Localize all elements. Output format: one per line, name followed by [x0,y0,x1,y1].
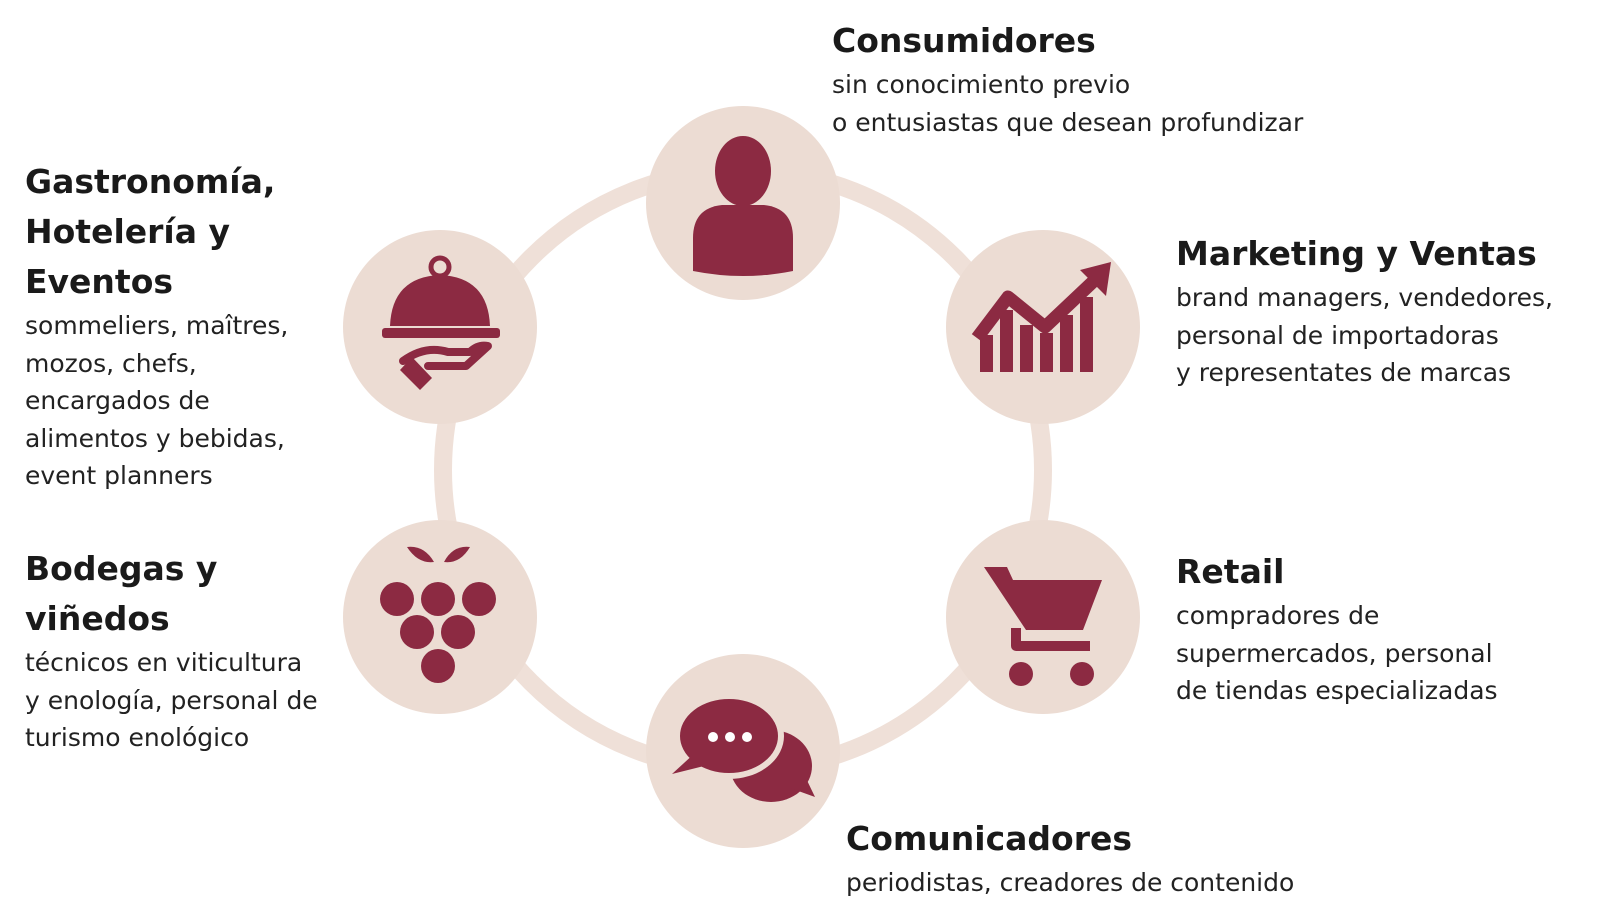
node-description: compradores de supermercados, personal d… [1176,601,1498,705]
person-icon [693,136,793,276]
node-gastronomia [343,230,537,424]
node-description: sommeliers, maîtres, mozos, chefs, encar… [25,311,289,490]
label-marketing: Marketing y Ventas brand managers, vende… [1176,229,1596,392]
node-title: Retail [1176,552,1285,591]
node-retail [946,520,1140,714]
node-comunicadores [646,654,840,848]
node-title: Gastronomía, Hotelería y Eventos [25,162,276,301]
label-bodegas: Bodegas y viñedos técnicos en viticultur… [25,544,355,757]
node-bodegas [343,520,537,714]
chat-bubbles-icon [672,693,815,802]
node-description: brand managers, vendedores, personal de … [1176,283,1553,387]
label-retail: Retail compradores de supermercados, per… [1176,547,1576,710]
node-description: sin conocimiento previo o entusiastas qu… [832,70,1304,137]
node-marketing [946,230,1140,424]
label-consumidores: Consumidores sin conocimiento previo o e… [832,16,1392,141]
node-title: Marketing y Ventas [1176,234,1537,273]
shopping-cart-icon [984,567,1102,686]
label-gastronomia: Gastronomía, Hotelería y Eventos sommeli… [25,157,385,495]
node-title: Comunicadores [846,819,1132,858]
label-comunicadores: Comunicadores periodistas, creadores de … [846,814,1366,902]
node-description: periodistas, creadores de contenido [846,868,1295,897]
growth-chart-icon [971,262,1111,372]
serving-cloche-icon [382,255,500,390]
icon-disc [343,230,537,424]
node-description: técnicos en viticultura y enología, pers… [25,648,318,752]
node-title: Bodegas y viñedos [25,549,218,638]
node-title: Consumidores [832,21,1096,60]
grapes-icon [380,546,496,683]
node-consumidores [646,106,840,300]
icon-disc [343,520,537,714]
